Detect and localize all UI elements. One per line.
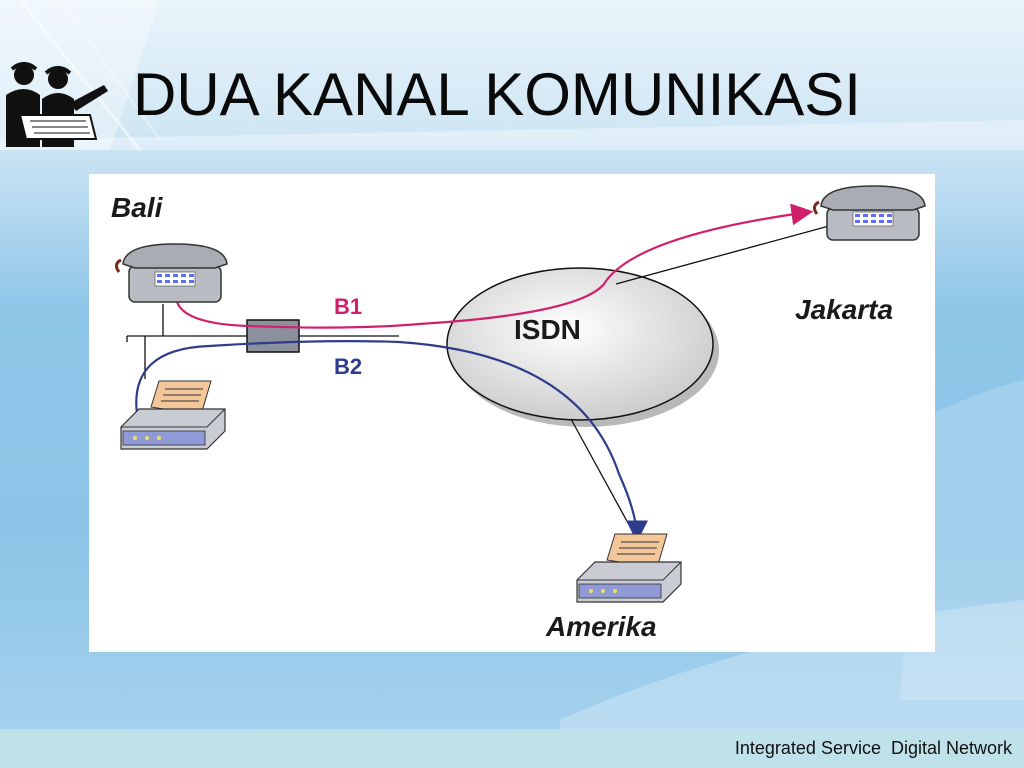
label-isdn: ISDN [514,314,581,345]
b1-channel-line [175,203,814,329]
bali-fax-machine-icon [120,380,226,450]
engineers-logo-icon [6,62,108,147]
label-amerika: Amerika [546,611,657,642]
isdn-diagram: Bali Jakarta Amerika ISDN B1 B2 [89,174,935,652]
footer-text: Integrated Service Digital Network [734,738,1012,758]
label-b1-channel: B1 [334,294,363,319]
b2-channel-line [135,340,648,543]
diagram-canvas [114,185,926,603]
label-b2-channel: B2 [334,354,363,379]
terminal-adapter-icon [246,319,300,353]
jakarta-telephone-icon [812,185,926,241]
label-jakarta: Jakarta [795,294,894,325]
slide-title: DUA KANAL KOMUNIKASI [133,61,861,128]
isdn-network-cloud-icon [446,267,719,427]
wiring [126,225,830,535]
label-bali: Bali [111,192,163,223]
footer-bar: Integrated Service Digital Network [0,729,1024,768]
bali-telephone-icon [114,243,228,303]
amerika-fax-machine-icon [576,533,682,603]
